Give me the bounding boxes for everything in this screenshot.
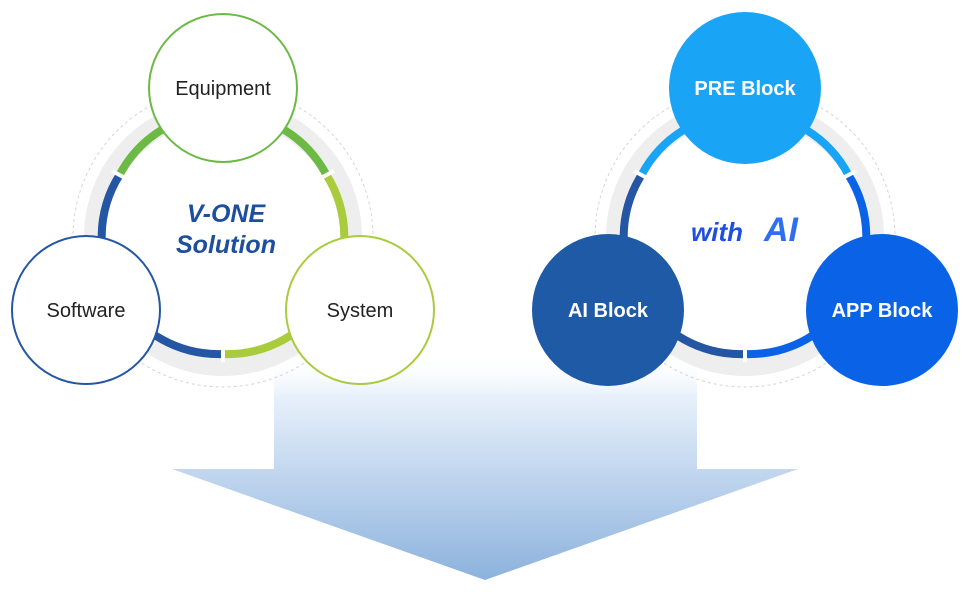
node-software: Software [11,235,161,385]
left-center-title-line1: V-ONE [187,200,267,228]
with-ai-prefix: with [691,217,743,247]
node-app-block: APP Block [806,234,958,386]
left-center-title-line2: Solution [176,231,276,259]
left-separator [111,169,128,181]
node-system-label: System [327,300,394,322]
right-cycle: with AI PRE Block AI Block APP Block [532,12,958,388]
left-separator [318,169,335,181]
node-system: System [285,235,435,385]
node-app-block-label: APP Block [832,300,934,322]
node-equipment-label: Equipment [175,78,271,100]
with-ai-mark: AI [763,211,800,249]
node-ai-block-label: AI Block [568,300,649,322]
node-equipment: Equipment [148,13,298,163]
right-separator [633,169,650,181]
node-pre-block-label: PRE Block [694,78,796,100]
with-ai-logo: with AI [691,211,800,249]
down-arrow [172,355,798,580]
right-separator [840,169,857,181]
left-inner-fill [106,120,340,354]
left-cycle: V-ONE Solution Equipment Software System [11,13,435,388]
node-software-label: Software [47,300,126,322]
node-ai-block: AI Block [532,234,684,386]
node-pre-block: PRE Block [669,12,821,164]
right-inner-fill [628,120,862,354]
